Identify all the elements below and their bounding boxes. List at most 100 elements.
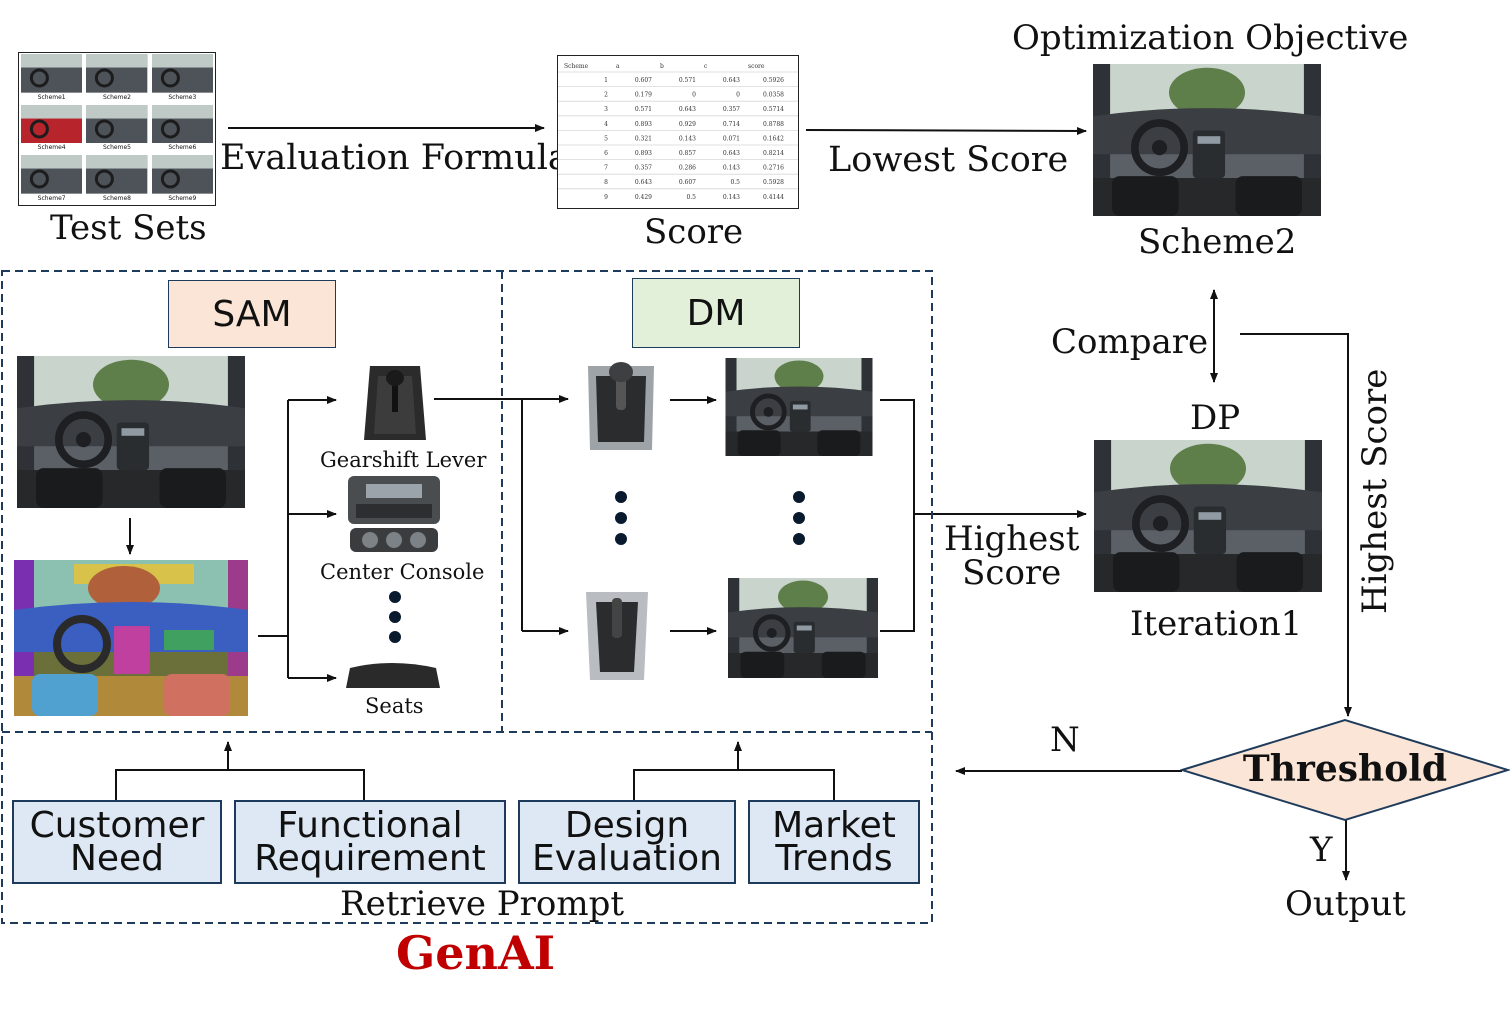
test-set-cell: Scheme4 [21,104,83,154]
table-cell: 0.607 [635,77,652,84]
test-set-cell: Scheme3 [151,54,213,103]
lowest-score-label: Lowest Score [828,140,1069,180]
table-cell: 0.4144 [763,194,784,201]
table-header-cell: score [748,63,765,70]
table-cell: 1 [604,77,608,84]
customer-need-box: Customer Need [12,800,222,884]
table-cell: 0.179 [635,92,652,99]
table-cell: 0.714 [723,121,740,128]
dm-more-dots-left [614,490,628,548]
test-set-caption: Scheme8 [103,194,131,202]
design-evaluation-label: Design Evaluation [532,805,722,879]
table-cell: 0.143 [679,135,696,142]
table-cell: 8 [604,179,608,186]
test-set-cell: Scheme2 [86,54,148,103]
dm-more-dots-right [792,490,806,548]
test-sets-label: Test Sets [50,208,207,248]
iteration1-image [1094,440,1322,592]
test-set-caption: Scheme2 [103,93,131,101]
table-cell: 0.929 [679,121,696,128]
table-cell: 0.643 [635,179,652,186]
highest-score-vertical-label: Highest Score [1355,368,1395,614]
center-console-image [346,474,442,554]
table-cell: 0.893 [635,121,652,128]
table-cell: 0 [736,92,740,99]
table-cell: 5 [604,135,608,142]
design-evaluation-box: Design Evaluation [518,800,736,884]
table-cell: 0.2716 [763,165,784,172]
evaluation-formula-label: Evaluation Formula [220,138,569,178]
test-set-caption: Scheme3 [168,93,197,101]
test-set-cell: Scheme6 [151,104,213,154]
table-cell: 0.607 [679,179,696,186]
generated-interior-image-1 [724,358,874,456]
seats-label: Seats [365,694,424,718]
table-cell: 0.643 [723,77,740,84]
table-cell: 0.321 [635,135,652,142]
scheme2-label: Scheme2 [1138,222,1297,262]
table-cell: 4 [604,121,608,128]
iteration1-label: Iteration1 [1130,604,1303,644]
table-cell: 2 [604,92,608,99]
table-cell: 3 [604,106,608,113]
customer-need-label: Customer Need [29,805,205,879]
table-header-cell: Scheme [564,63,589,70]
dm-label: DM [686,292,746,334]
test-set-cell: Scheme5 [86,104,148,154]
table-cell: 0.5926 [763,77,784,84]
table-header-cell: c [704,63,708,70]
test-set-cell: Scheme9 [151,155,213,204]
table-cell: 6 [604,150,608,157]
table-cell: 0.357 [723,106,740,113]
table-cell: 0.893 [635,150,652,157]
table-cell: 7 [604,165,608,172]
generated-interior-image-2 [728,578,878,678]
table-cell: 0.429 [635,194,652,201]
n-label: N [1050,720,1080,760]
market-trends-label: Market Trends [772,805,896,879]
market-trends-box: Market Trends [748,800,920,884]
seats-image [342,660,444,690]
table-cell: 0.071 [723,135,740,142]
table-cell: 0.8214 [763,150,784,157]
test-set-cell: Scheme7 [21,155,83,204]
table-cell: 0.8788 [763,121,784,128]
sam-box: SAM [168,280,336,348]
test-set-caption: Scheme9 [168,194,197,202]
test-set-cell: Scheme8 [86,155,148,204]
y-label: Y [1310,830,1333,870]
score-label: Score [644,212,744,252]
output-label: Output [1285,884,1406,924]
parts-more-dots [388,590,402,648]
sam-label: SAM [212,293,292,335]
table-cell: 0.5 [686,194,696,201]
table-cell: 0.571 [635,106,652,113]
test-set-caption: Scheme5 [103,144,131,152]
table-cell: 0.5928 [763,179,784,186]
table-cell: 0.643 [723,150,740,157]
generated-gear-image-1 [582,360,660,458]
test-set-cell: Scheme1 [21,54,83,103]
generated-gear-image-2 [580,584,654,686]
highest-score-mid-label: Highest Score [944,519,1080,593]
center-console-label: Center Console [320,560,485,584]
segmented-interior-image [14,560,248,716]
compare-label: Compare [1051,322,1209,362]
table-header-cell: a [616,63,620,70]
threshold-label: Threshold [1242,748,1448,790]
gearshift-label: Gearshift Lever [320,448,487,472]
table-cell: 0.571 [679,77,696,84]
test-set-caption: Scheme7 [37,194,66,202]
dp-label: DP [1190,398,1241,438]
threshold-diamond: Threshold [1178,718,1512,822]
table-cell: 0.5714 [763,106,784,113]
genai-label: GenAI [396,926,556,980]
test-set-caption: Scheme1 [37,93,66,101]
table-cell: 0.5 [730,179,740,186]
optimization-objective-label: Optimization Objective [1012,18,1409,58]
table-cell: 0.143 [723,165,740,172]
scheme2-image [1092,64,1322,216]
table-cell: 0.286 [679,165,696,172]
